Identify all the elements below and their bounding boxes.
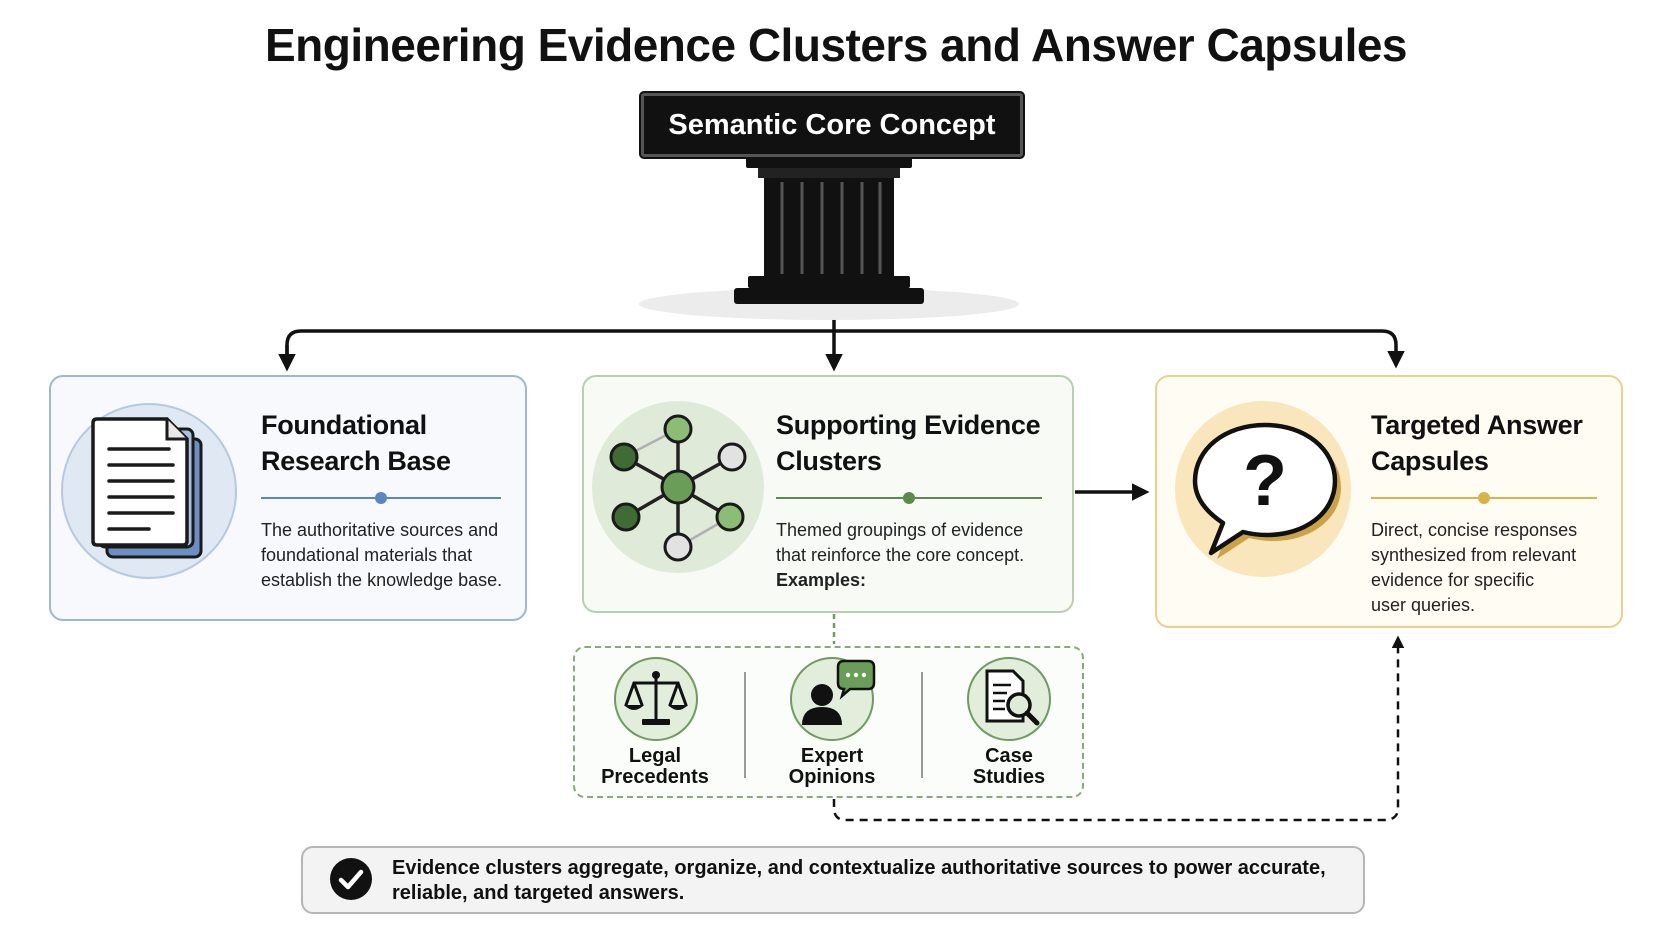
- case-studies-label: Case Studies: [972, 745, 1046, 788]
- summary-footer: [301, 846, 1365, 914]
- case-studies-icon-circle: [967, 657, 1051, 741]
- checkmark-icon: [330, 858, 372, 900]
- foundational-research-card: Foundational Research Base The authorita…: [49, 375, 527, 621]
- pillar-icon: [639, 155, 1019, 320]
- targeted-answer-card: ? Targeted Answer Capsules Direct, conci…: [1155, 375, 1623, 628]
- supporting-title: Supporting Evidence Clusters: [776, 410, 1041, 476]
- foundational-divider: [261, 492, 501, 504]
- examples-divider: [744, 672, 746, 778]
- supporting-description: Themed groupings of evidence that reinfo…: [776, 518, 1024, 593]
- question-speech-bubble-icon: ?: [1192, 422, 1341, 559]
- targeted-divider: [1371, 492, 1597, 504]
- examples-to-target-arrow: [832, 635, 1405, 822]
- legal-precedents-label: Legal Precedents: [601, 745, 709, 788]
- foundational-description: The authoritative sources and foundation…: [261, 520, 503, 590]
- branch-line: [285, 329, 1405, 369]
- document-magnifier-icon: [985, 669, 1040, 726]
- semantic-core-label: Semantic Core Concept: [641, 93, 1023, 157]
- expert-opinions-icon-circle: [790, 657, 876, 741]
- page-title: Engineering Evidence Clusters and Answer…: [264, 19, 1408, 71]
- expert-chat-icon: [802, 659, 876, 725]
- supporting-evidence-card: Supporting Evidence Clusters Themed grou…: [582, 375, 1074, 613]
- svg-text:?: ?: [1243, 441, 1287, 521]
- foundational-title: Foundational Research Base: [261, 410, 451, 476]
- examples-label: Examples:: [776, 570, 867, 590]
- scales-icon: [624, 671, 688, 725]
- document-stack-icon: [91, 417, 203, 559]
- network-cluster-icon: [609, 414, 747, 562]
- expert-opinions-label: Expert Opinions: [788, 745, 876, 788]
- examples-divider: [921, 672, 923, 778]
- targeted-title: Targeted Answer Capsules: [1371, 410, 1583, 476]
- targeted-description: Direct, concise responses synthesized fr…: [1371, 520, 1578, 615]
- supporting-divider: [776, 492, 1042, 504]
- legal-precedents-icon-circle: [614, 657, 698, 741]
- summary-text: Evidence clusters aggregate, organize, a…: [392, 857, 1326, 904]
